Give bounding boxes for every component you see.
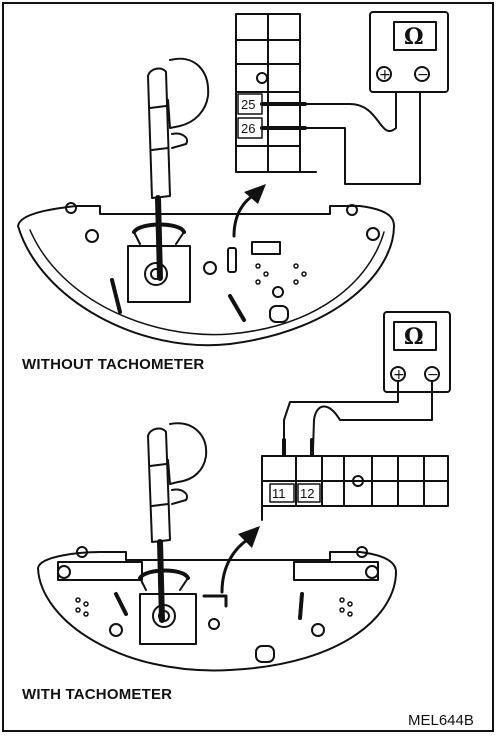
caption-without-tachometer: WITHOUT TACHOMETER [22,356,205,373]
minus-sign: − [417,67,429,83]
hand-finger [171,132,188,149]
hand-finger [171,488,188,505]
ohm-symbol: Ω [404,324,424,350]
plus-terminal [376,66,392,82]
minus-sign: − [427,367,439,383]
panel-with-tachometer: Ω + − 11 12 [37,311,451,672]
minus-terminal [414,66,430,82]
connector-vertical [235,13,317,173]
panel-without-tachometer: 25 26 Ω + − [17,11,449,347]
figure-code: MEL644B [408,712,474,729]
terminal-label-2: 26 [241,121,255,136]
connector-hole [256,72,268,84]
connector-hole [352,475,364,487]
meter-housing [37,546,397,672]
terminal-label-1: 25 [241,97,255,112]
hand [167,422,208,485]
plus-sign: + [393,367,405,383]
plus-sign: + [379,67,391,83]
terminal-label-1: 11 [272,486,286,501]
test-probes [260,83,421,185]
connector-horizontal [261,455,449,521]
hand [167,57,210,129]
ohmmeter [369,11,449,93]
caption-with-tachometer: WITH TACHOMETER [22,686,173,703]
screwdriver [138,427,190,623]
meter-housing [17,202,395,347]
arrow-head [238,526,260,548]
arrow-head [244,184,266,204]
terminal-label-2: 12 [300,486,314,501]
ohm-symbol: Ω [404,24,424,50]
screwdriver [132,67,186,281]
